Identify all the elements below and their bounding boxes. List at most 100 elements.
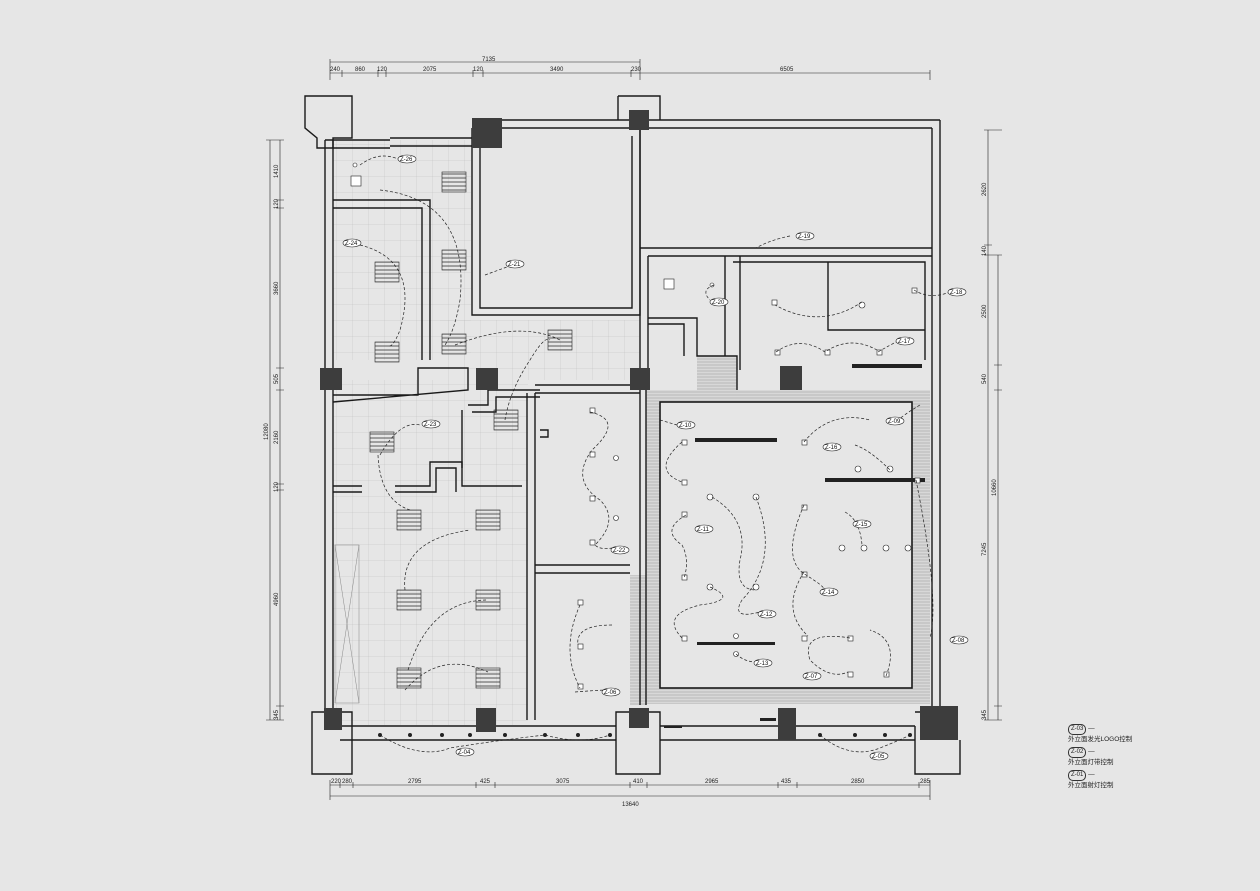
- circuit-tag: Z-04: [455, 747, 475, 757]
- svg-text:2795: 2795: [408, 779, 422, 785]
- svg-text:860: 860: [355, 67, 366, 73]
- svg-text:13640: 13640: [622, 802, 639, 808]
- svg-text:120: 120: [377, 67, 388, 73]
- svg-text:230: 230: [631, 67, 642, 73]
- legend-label: 外立面发光LOGO控制: [1068, 736, 1133, 743]
- circuit-tag: Z-16: [822, 442, 842, 452]
- svg-text:345: 345: [274, 709, 280, 720]
- svg-text:425: 425: [480, 779, 491, 785]
- legend-item: Z-02 — 外立面灯带控制: [1068, 747, 1114, 766]
- left-hatched-panel: [334, 544, 360, 704]
- circuit-tag: Z-20: [709, 297, 729, 307]
- svg-text:240: 240: [330, 67, 341, 73]
- svg-text:Z-26: Z-26: [400, 157, 413, 163]
- svg-text:Z-17: Z-17: [898, 339, 911, 345]
- svg-text:Z-12: Z-12: [760, 612, 773, 618]
- circuit-tag: Z-12: [757, 609, 777, 619]
- svg-text:2965: 2965: [705, 779, 719, 785]
- legend-label: 外立面射灯控制: [1068, 782, 1114, 789]
- svg-text:Z-18: Z-18: [950, 290, 963, 296]
- legend-code: Z-01: [1068, 770, 1087, 781]
- svg-text:12080: 12080: [264, 423, 270, 440]
- svg-text:6505: 6505: [780, 67, 794, 73]
- svg-text:2160: 2160: [274, 430, 280, 444]
- svg-text:Z-08: Z-08: [952, 638, 965, 644]
- svg-text:2620: 2620: [982, 182, 988, 196]
- legend: Z-03 — 外立面发光LOGO控制 Z-02 — 外立面灯带控制 Z-01 —…: [1068, 724, 1132, 793]
- circuit-tag: Z-24: [342, 238, 362, 248]
- svg-text:Z-13: Z-13: [756, 661, 769, 667]
- svg-text:120: 120: [274, 481, 280, 492]
- fixtures: [350, 162, 921, 690]
- svg-text:3490: 3490: [550, 67, 564, 73]
- dimension-labels: 7135 240 860 120 2075 120 3490 230 6505 …: [264, 57, 998, 808]
- svg-text:Z-05: Z-05: [872, 754, 885, 760]
- svg-text:Z-22: Z-22: [613, 548, 626, 554]
- svg-text:120: 120: [274, 198, 280, 209]
- circuit-tags: Z-26 Z-24 Z-21 Z-19 Z-20 Z-18 Z-17 Z-23 …: [342, 154, 969, 761]
- svg-text:280: 280: [342, 779, 353, 785]
- circuit-tag: Z-18: [947, 287, 967, 297]
- circuit-tag: Z-06: [601, 687, 621, 697]
- circuit-tag: Z-26: [397, 154, 417, 164]
- circuit-tag: Z-23: [421, 419, 441, 429]
- svg-text:Z-04: Z-04: [458, 750, 471, 756]
- svg-text:Z-11: Z-11: [697, 527, 710, 533]
- svg-text:3660: 3660: [274, 281, 280, 295]
- svg-text:3075: 3075: [556, 779, 570, 785]
- svg-text:Z-15: Z-15: [855, 522, 868, 528]
- circuit-tag: Z-10: [676, 420, 696, 430]
- svg-text:Z-24: Z-24: [345, 241, 358, 247]
- svg-text:Z-09: Z-09: [888, 419, 901, 425]
- svg-text:345: 345: [982, 709, 988, 720]
- svg-text:Z-16: Z-16: [825, 445, 838, 451]
- legend-item: Z-01 — 外立面射灯控制: [1068, 770, 1114, 789]
- circuit-tag: Z-19: [795, 231, 815, 241]
- circuit-tag: Z-08: [949, 635, 969, 645]
- circuit-tag: Z-15: [852, 519, 872, 529]
- svg-text:1410: 1410: [274, 164, 280, 178]
- ac-grilles: [369, 171, 573, 689]
- svg-text:4960: 4960: [274, 592, 280, 606]
- legend-item: Z-03 — 外立面发光LOGO控制: [1068, 724, 1133, 743]
- svg-text:7245: 7245: [982, 542, 988, 556]
- svg-text:Z-07: Z-07: [805, 674, 818, 680]
- linear-lights: [695, 364, 925, 645]
- svg-text:Z-06: Z-06: [604, 690, 617, 696]
- svg-text:435: 435: [781, 779, 792, 785]
- circuit-tag: Z-17: [895, 336, 915, 346]
- circuit-tag: Z-22: [610, 545, 630, 555]
- legend-label: 外立面灯带控制: [1068, 759, 1114, 766]
- svg-text:410: 410: [633, 779, 644, 785]
- svg-text:Z-21: Z-21: [508, 262, 521, 268]
- svg-text:2500: 2500: [982, 304, 988, 318]
- svg-text:Z-14: Z-14: [822, 590, 835, 596]
- circuit-tag: Z-09: [885, 416, 905, 426]
- svg-text:10660: 10660: [992, 479, 998, 496]
- circuit-tag: Z-05: [869, 751, 889, 761]
- circuit-tag: Z-11: [694, 524, 714, 534]
- svg-text:140: 140: [982, 245, 988, 256]
- svg-text:2075: 2075: [423, 67, 437, 73]
- circuit-tag: Z-13: [753, 658, 773, 668]
- svg-text:285: 285: [920, 779, 931, 785]
- svg-text:Z-19: Z-19: [798, 234, 811, 240]
- legend-code: Z-02: [1068, 747, 1087, 758]
- circuit-tag: Z-21: [505, 259, 525, 269]
- svg-text:2850: 2850: [851, 779, 865, 785]
- circuit-tag: Z-14: [819, 587, 839, 597]
- svg-text:Z-20: Z-20: [712, 300, 725, 306]
- hatched-borders: [630, 356, 930, 705]
- circuit-tag: Z-07: [802, 671, 822, 681]
- svg-text:Z-10: Z-10: [679, 423, 692, 429]
- svg-text:540: 540: [982, 373, 988, 384]
- dimension-lines: [266, 59, 1002, 800]
- svg-text:220: 220: [331, 779, 342, 785]
- svg-text:Z-23: Z-23: [424, 422, 437, 428]
- svg-text:7135: 7135: [482, 57, 496, 63]
- legend-code: Z-03: [1068, 724, 1087, 735]
- svg-text:120: 120: [473, 67, 484, 73]
- structural-columns: [320, 110, 958, 740]
- svg-text:505: 505: [274, 373, 280, 384]
